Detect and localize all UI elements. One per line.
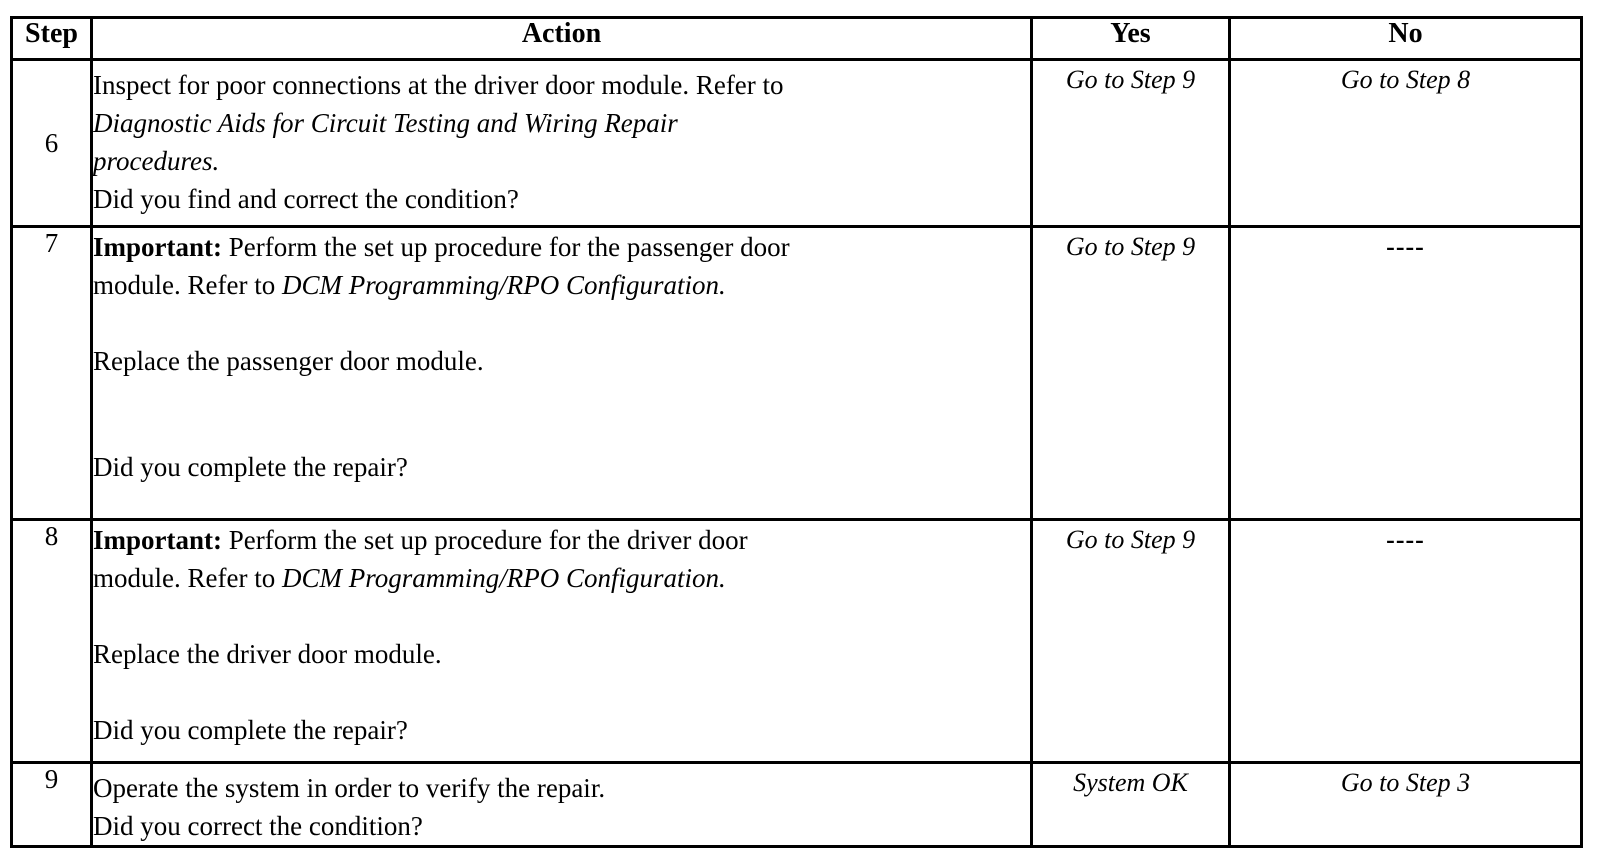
column-header-no: No [1228, 16, 1583, 61]
action-line-3: Replace the driver door module. [93, 639, 442, 669]
table-header-row: Step Action Yes No [10, 16, 1583, 61]
action-line-1: Operate the system in order to verify th… [93, 773, 606, 803]
answer-no: ---- [1228, 518, 1583, 764]
step-number: 7 [10, 225, 93, 521]
action-line-2-reference: DCM Programming/RPO Configuration. [281, 563, 726, 593]
action-line-2: module. Refer to DCM Programming/RPO Con… [93, 559, 1030, 597]
action-line-4-question: Did you find and correct the condition? [93, 184, 519, 214]
table-header: Step Action Yes No [10, 16, 1583, 61]
column-header-step: Step [10, 16, 93, 61]
action-line-1-rest: Perform the set up procedure for the pas… [222, 232, 790, 262]
action-text: Operate the system in order to verify th… [90, 761, 1033, 848]
step-number: 8 [10, 518, 93, 764]
answer-no-dashes: ---- [1386, 525, 1425, 554]
paragraph-spacer [93, 597, 1030, 635]
answer-yes: Go to Step 9 [1030, 58, 1231, 228]
column-header-yes: Yes [1030, 16, 1231, 61]
table-row: 8 Important: Perform the set up procedur… [10, 518, 1583, 764]
important-label: Important: [93, 525, 222, 555]
paragraph-spacer [93, 304, 1030, 342]
action-line-2: module. Refer to DCM Programming/RPO Con… [93, 266, 1030, 304]
action-line-1: Important: Perform the set up procedure … [93, 228, 1030, 266]
paragraph-spacer [93, 418, 1030, 448]
action-line-1: Important: Perform the set up procedure … [93, 521, 1030, 559]
action-line-2-prefix: module. Refer to [93, 563, 282, 593]
paragraph-spacer [93, 380, 1030, 418]
important-label: Important: [93, 232, 222, 262]
action-text: Important: Perform the set up procedure … [90, 518, 1033, 764]
diagnostic-steps-table: Step Action Yes No 6 Inspect for poor co… [10, 16, 1583, 848]
table-row: 9 Operate the system in order to verify … [10, 761, 1583, 848]
action-line-3-reference: procedures. [93, 146, 220, 176]
action-line-1: Inspect for poor connections at the driv… [93, 70, 784, 100]
action-line-2-question: Did you correct the condition? [93, 811, 423, 841]
action-line-3: Replace the passenger door module. [93, 346, 484, 376]
action-line-2-reference: DCM Programming/RPO Configuration. [281, 270, 726, 300]
table-row: 6 Inspect for poor connections at the dr… [10, 58, 1583, 228]
step-number: 6 [10, 58, 93, 228]
answer-yes: Go to Step 9 [1030, 518, 1231, 764]
answer-no-dashes: ---- [1386, 232, 1425, 261]
paragraph-spacer [93, 673, 1030, 711]
action-line-4-question: Did you complete the repair? [93, 715, 408, 745]
step-number: 9 [10, 761, 93, 848]
answer-no: ---- [1228, 225, 1583, 521]
action-text: Important: Perform the set up procedure … [90, 225, 1033, 521]
answer-no: Go to Step 8 [1228, 58, 1583, 228]
action-line-1-rest: Perform the set up procedure for the dri… [222, 525, 748, 555]
answer-no: Go to Step 3 [1228, 761, 1583, 848]
answer-yes: System OK [1030, 761, 1231, 848]
answer-yes: Go to Step 9 [1030, 225, 1231, 521]
action-text: Inspect for poor connections at the driv… [90, 58, 1033, 228]
table-body: 6 Inspect for poor connections at the dr… [10, 58, 1583, 848]
column-header-action: Action [90, 16, 1033, 61]
action-line-4-question: Did you complete the repair? [93, 452, 408, 482]
table-row: 7 Important: Perform the set up procedur… [10, 225, 1583, 521]
action-line-2-prefix: module. Refer to [93, 270, 282, 300]
action-line-2-reference: Diagnostic Aids for Circuit Testing and … [93, 108, 678, 138]
